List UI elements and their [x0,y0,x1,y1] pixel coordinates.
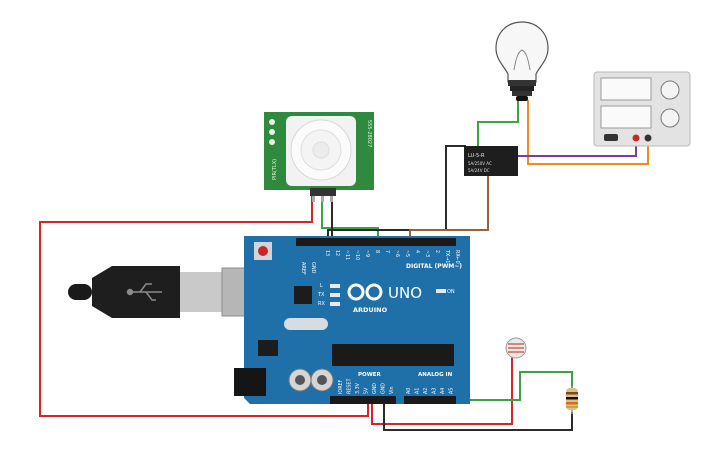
wire-5v-red[interactable] [39,195,369,417]
pin-label: 12 [334,250,340,256]
led-rx-label: RX [318,301,325,307]
crystal [284,318,328,330]
analog-header [404,396,456,404]
on-label: ON [447,289,455,295]
power-header [330,396,396,404]
digital-header [296,238,456,246]
led-l [330,284,340,288]
pin-label: A2 [423,388,429,394]
pin-label: ~5 [404,250,410,257]
usb-icon [126,283,162,301]
digital-pin-labels: 13 12 ~11 ~10 ~9 8 7 ~6 ~5 4 ~3 2 TX→1 RX←0 [324,249,460,264]
pin-label: GND [381,383,387,394]
led-on [436,289,446,293]
resistor-icon[interactable] [566,386,578,414]
relay-module[interactable]: LU-5-R 5A/250V AC 5A/24V DC [464,146,518,176]
pin-label: 13 [324,250,330,256]
pin-label: 8 [374,250,380,253]
wire-gnd-black[interactable] [383,400,573,431]
power-supply-icon[interactable] [593,71,691,147]
wire-a0-green[interactable] [455,371,573,401]
pin-label: GND [372,383,378,394]
pin-label: ~9 [364,250,370,257]
led-tx-label: TX [317,292,325,298]
arduino-logo-text: ARDUINO [353,306,388,314]
pin-label: TX→1 [444,249,450,263]
wire-relay-signal-brown[interactable] [409,176,489,242]
regulator-chip [258,340,278,356]
pir-side-text-right: 555-28027 [366,120,372,147]
pir-sensor[interactable]: PIR(TLX) 555-28027 [264,112,374,202]
wire-relay-purple[interactable] [516,142,637,157]
uno-label: UNO [388,284,422,302]
wire-ldr-red[interactable] [371,352,513,425]
power-label: POWER [358,372,382,378]
arduino-logo-icon [347,283,383,301]
wire-pir-signal-green[interactable] [321,195,379,242]
pin-label: 3.3V [355,382,361,394]
analog-label: ANALOG IN [418,372,453,378]
pin-label: RESET [347,379,353,394]
led-l-label: L [320,283,323,289]
relay-text-3: 5A/24V DC [468,168,490,173]
relay-text-1: LU-5-R [468,153,485,159]
pin-label: 2 [434,250,440,253]
pin-label: A3 [432,388,438,394]
pin-label: 7 [384,250,390,253]
digital-label: DIGITAL (PWM~) [406,263,462,270]
pin-label: ~11 [344,250,350,260]
led-tx [330,293,340,297]
relay-text-2: 5A/250V AC [468,161,492,166]
pin-label: 5V [364,387,370,394]
aref-label: AREF [300,262,306,275]
pin-label: A5 [449,388,455,394]
gnd-label: GND [310,262,316,274]
light-bulb-icon[interactable] [495,21,549,101]
led-rx [330,302,340,306]
pin-label: ~3 [424,250,430,257]
pin-label: Vin [389,386,395,394]
pin-label: ~10 [354,250,360,260]
pin-label: RX←0 [454,250,460,264]
pin-label: A1 [415,388,421,394]
usb-chip [294,286,312,304]
usb-cable[interactable] [68,266,253,318]
wire-bulb-green[interactable] [477,100,519,148]
dc-jack [234,368,266,396]
pin-label: 4 [414,250,420,253]
pir-side-text-left: PIR(TLX) [272,159,278,180]
pin-label: IOREF [338,379,344,394]
wire-bulb-orange[interactable] [527,100,649,165]
pin-label: A0 [406,388,412,394]
atmega-chip [332,344,454,366]
photoresistor-icon[interactable] [505,337,527,359]
pin-label: A4 [440,388,446,394]
pin-label: ~6 [394,250,400,257]
